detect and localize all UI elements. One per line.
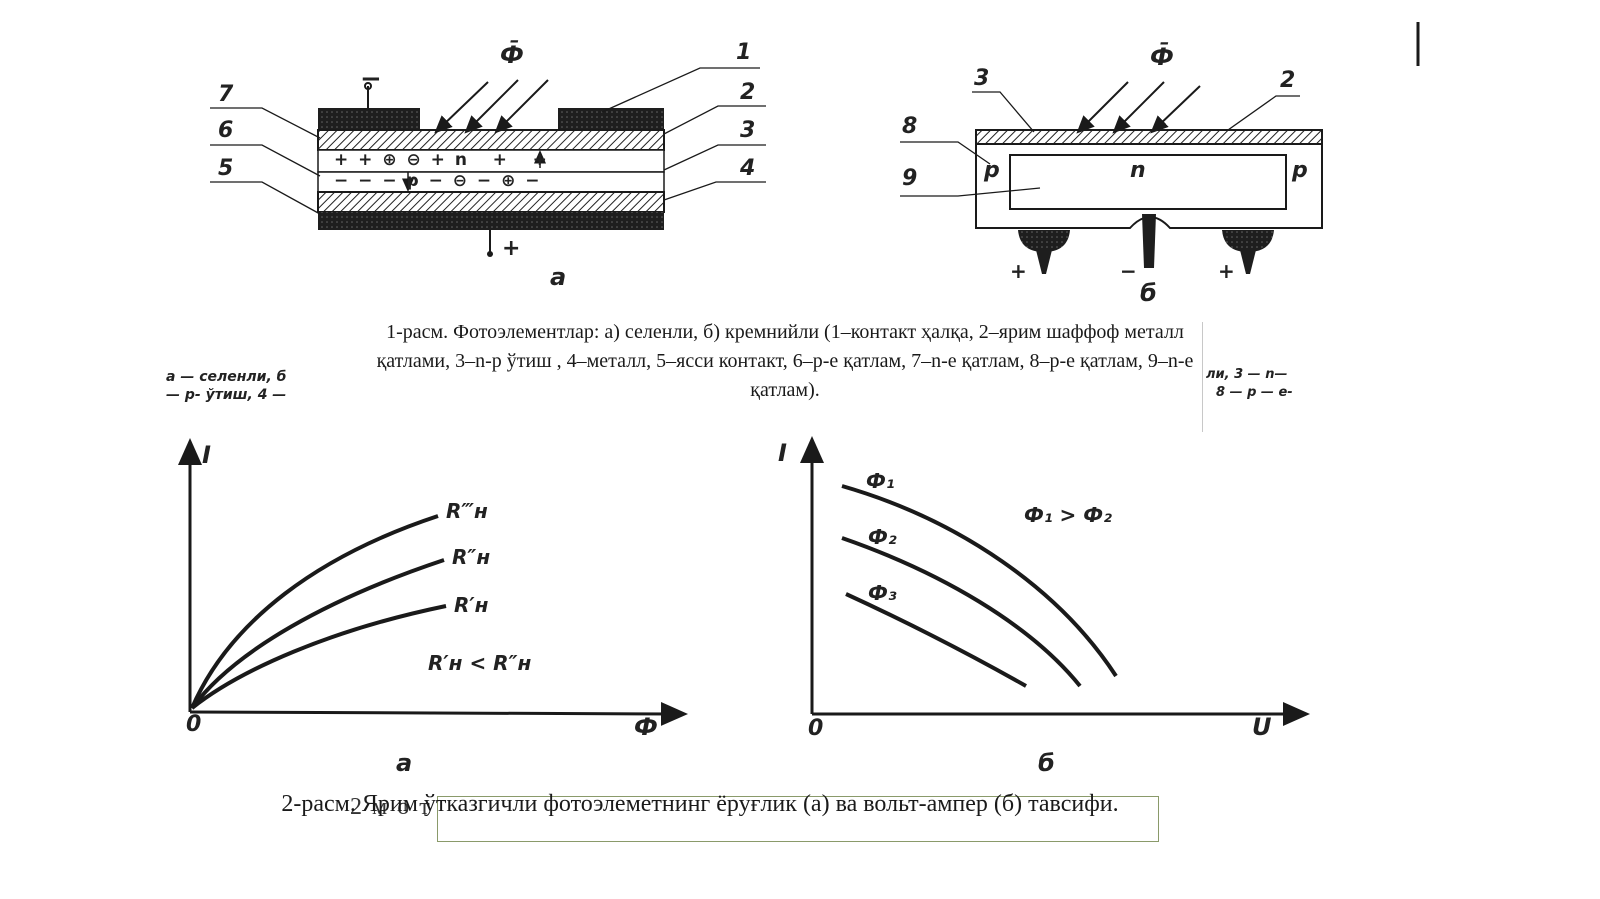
fig1a-callout-6: 6 [218, 118, 234, 143]
side-fragment-right-1: ли, 3 — n— [1206, 367, 1288, 382]
electrode-right-icon [1240, 250, 1256, 274]
fig1b-terminal-left: + [1010, 259, 1027, 283]
curve-r3 [190, 514, 439, 709]
overlay-text: 2 м о т [350, 794, 432, 820]
electrode-center-icon [1142, 214, 1156, 268]
graph-b [800, 436, 1310, 726]
side-fragment-left-1: а — селенли, б [166, 369, 287, 385]
fig1a-callout-4: 4 [740, 156, 756, 181]
divider [1202, 322, 1203, 432]
graph-a-y-label: I [202, 441, 211, 469]
figure2-caption: 2-расм. Ярим ўтказгичли фотоэлеметнинг ё… [281, 791, 1119, 817]
fig1b-n-label: n [1130, 158, 1146, 183]
side-fragment-right-2: 8 — р — е- [1216, 385, 1293, 400]
semi-transparent-layer [317, 129, 665, 151]
graph-a-x-label: Ф [634, 713, 658, 741]
graph-b-relation: Ф₁ > Ф₂ [1024, 503, 1112, 527]
top-terminal-icon [364, 82, 372, 90]
graph-a [178, 438, 688, 726]
curve-r2 [190, 558, 445, 710]
contact-ring-left [318, 108, 420, 132]
fig1b-flux-label: Ф̄ [1150, 43, 1174, 71]
graph-b-sublabel: б [1038, 749, 1055, 777]
fig1b-terminal-center: − [1120, 259, 1137, 283]
graph-a-curve-label-2: R″н [452, 545, 491, 569]
curve-f2 [841, 536, 1082, 688]
fig1a-flux-label: Ф̄ [500, 41, 524, 69]
fig1a-sublabel: а [550, 263, 567, 291]
curve-r1 [190, 604, 447, 710]
graph-b-curve-label-3: Ф₃ [868, 581, 897, 605]
electrode-left-icon [1036, 250, 1052, 274]
fig1a-callout-2: 2 [740, 80, 756, 105]
n-region [1009, 154, 1287, 210]
bottom-terminal-icon [487, 251, 493, 257]
graph-b-origin: 0 [808, 716, 824, 741]
curve-f3 [845, 592, 1027, 688]
fig1a-callout-3: 3 [740, 118, 756, 143]
fig1b-diagram [900, 81, 1323, 274]
graph-a-relation: R′н < R″н [428, 651, 532, 675]
fig1a-p-row: − − − p − ⊖ − ⊕ − [334, 171, 542, 191]
curve-f1 [841, 484, 1118, 678]
graph-a-curve-label-1: R‴н [446, 499, 488, 523]
contact-ring-right [558, 108, 664, 132]
side-fragment-left-2: — р- ўтиш, 4 — [166, 387, 287, 403]
fig1b-p-left: p [984, 158, 1000, 183]
caption-box [437, 796, 1159, 842]
graph-a-sublabel: а [396, 749, 413, 777]
fig1a-bottom-terminal-label: + [502, 236, 521, 261]
fig1a-top-terminal-label: − [360, 64, 382, 94]
fig1a-diagram [210, 67, 766, 257]
metal-layer [317, 191, 665, 213]
semi-transparent-layer-b [975, 129, 1323, 145]
fig1b-p-right: p [1292, 158, 1308, 183]
flat-contact [318, 212, 664, 230]
graph-b-x-label: U [1252, 713, 1272, 741]
fig1b-callout-3: 3 [974, 66, 990, 91]
graph-b-curve-label-2: Ф₂ [868, 525, 897, 549]
fig1b-callout-2: 2 [1280, 68, 1296, 93]
figure1-caption: 1-расм. Фотоэлементлар: а) селенли, б) к… [376, 321, 1194, 401]
fig1b-terminal-right: + [1218, 259, 1235, 283]
fig1a-n-row: + + ⊕ ⊖ + n + + [334, 150, 549, 170]
fig1b-callout-9: 9 [902, 166, 918, 191]
graph-a-x-axis [189, 701, 688, 726]
graph-b-curve-label-1: Ф₁ [866, 469, 895, 493]
fig1a-callout-5: 5 [218, 156, 234, 181]
graph-a-curve-label-3: R′н [454, 593, 489, 617]
fig1a-callout-7: 7 [218, 82, 234, 107]
fig1a-callout-1: 1 [736, 40, 752, 65]
graph-a-origin: 0 [186, 712, 202, 737]
fig1b-callout-8: 8 [902, 114, 918, 139]
graph-b-y-label: I [778, 439, 787, 467]
fig1b-sublabel: б [1140, 279, 1157, 307]
